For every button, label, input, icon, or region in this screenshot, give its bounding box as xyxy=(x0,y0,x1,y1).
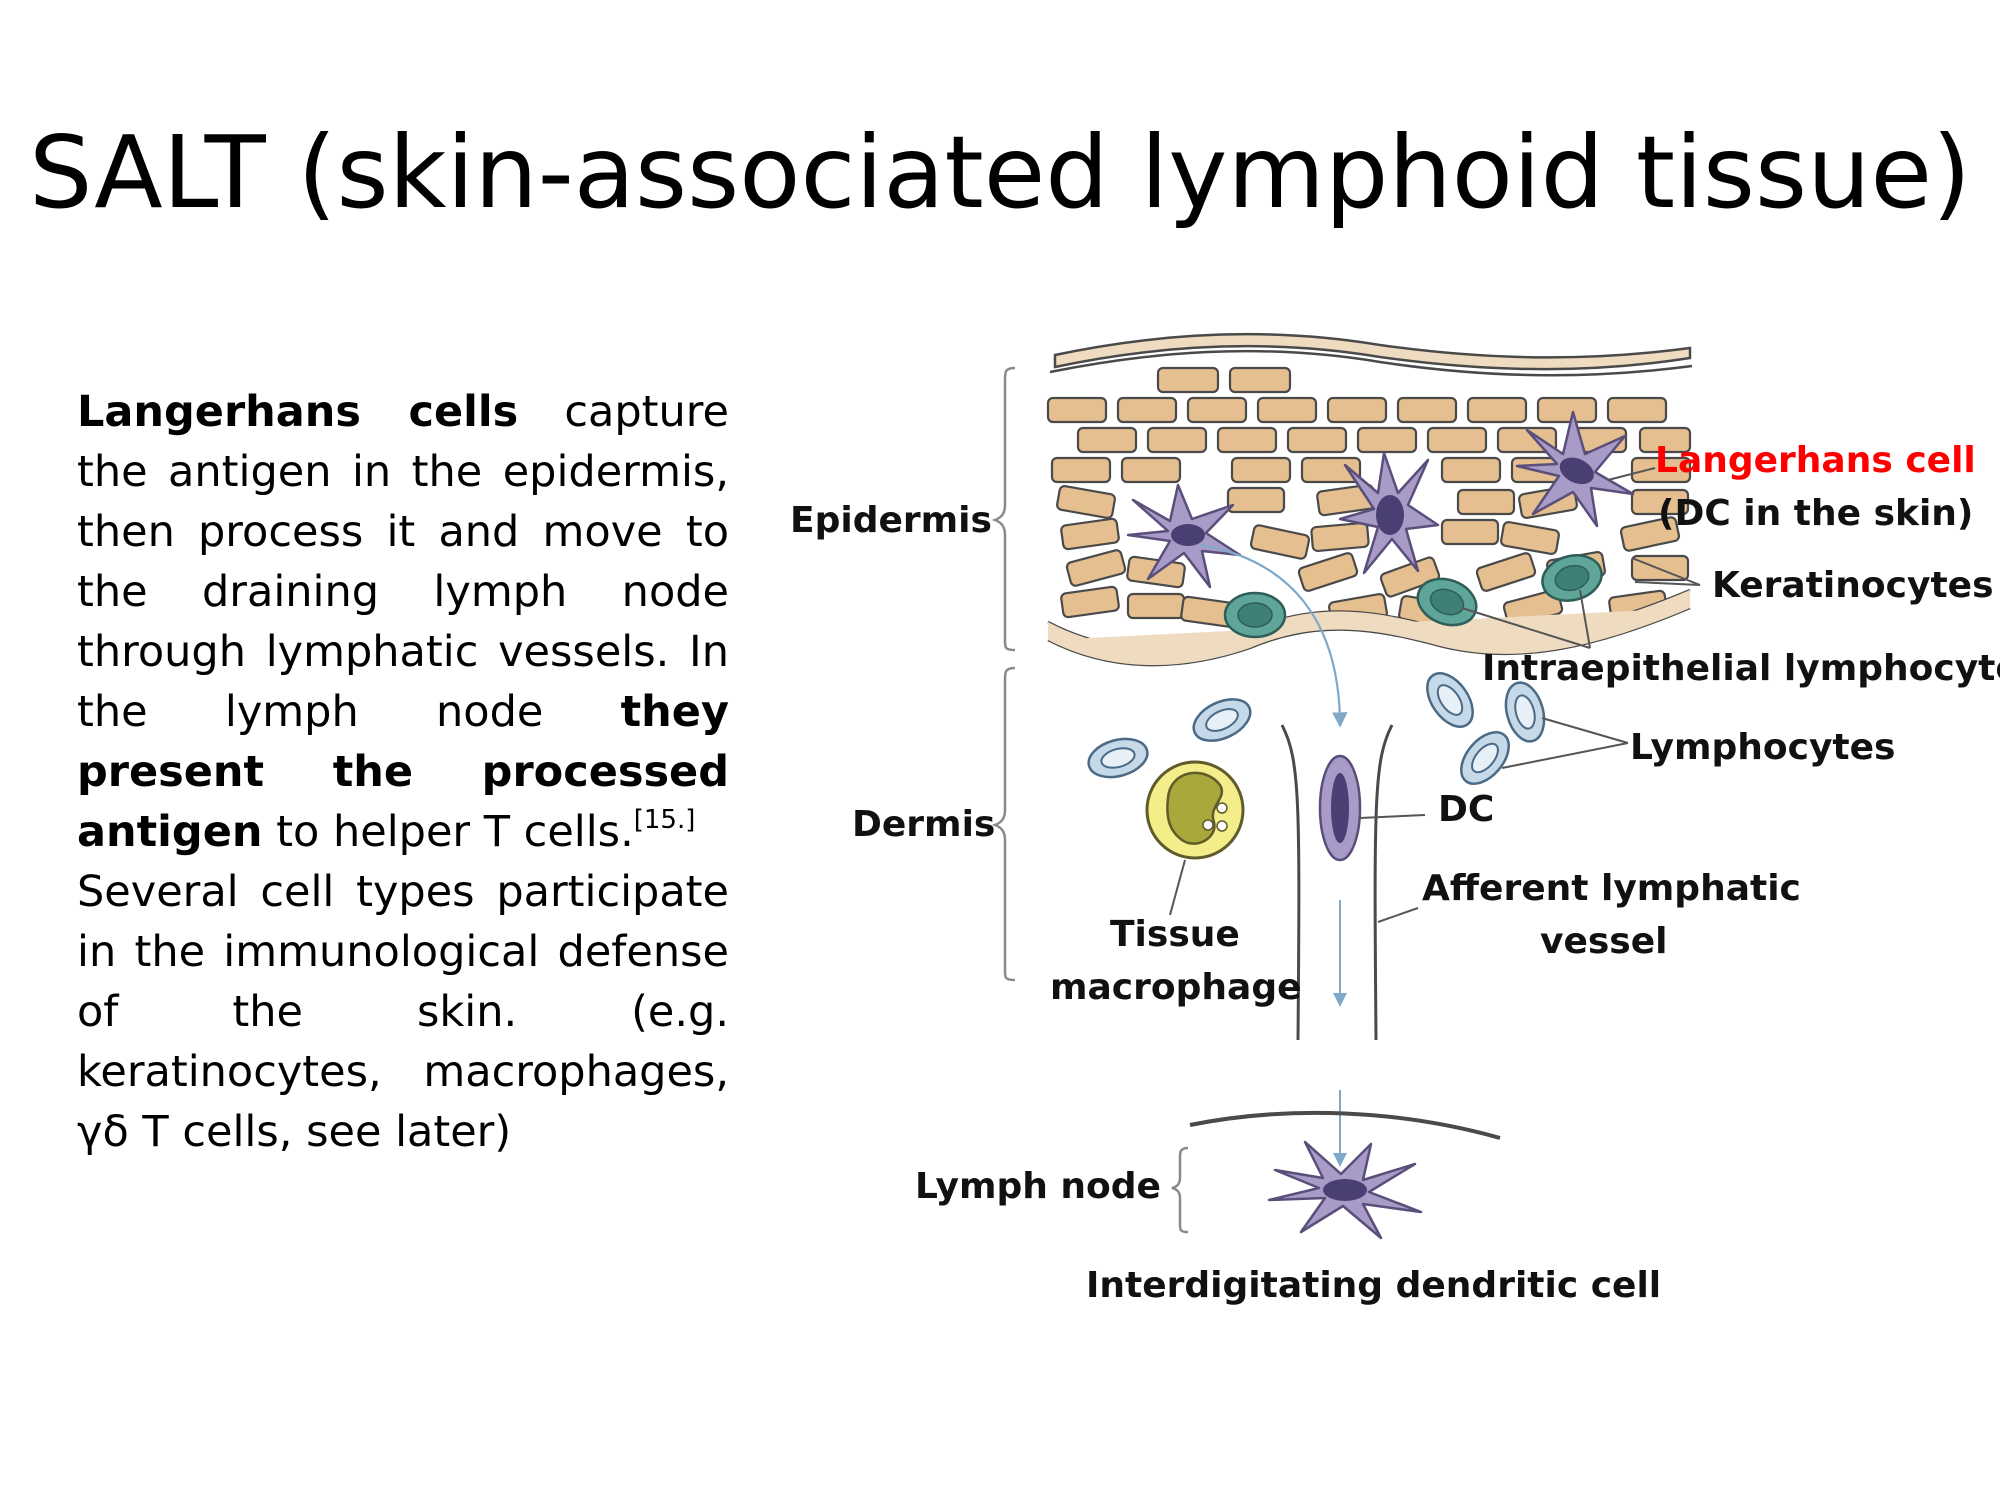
keratinocyte xyxy=(1396,396,1458,424)
pointer-lines xyxy=(1169,467,1701,923)
keratinocyte xyxy=(1156,366,1220,394)
label-afferent-line-2: vessel xyxy=(1540,921,1668,962)
keratinocyte xyxy=(1456,488,1516,516)
dermis-brace xyxy=(991,666,1016,982)
interdigitating-dendritic-cell xyxy=(1267,1140,1423,1240)
keratinocyte-group xyxy=(1046,366,1692,629)
keratinocyte xyxy=(1230,456,1292,484)
keratinocyte xyxy=(1536,396,1598,424)
keratinocyte xyxy=(1046,396,1108,424)
keratinocyte xyxy=(1146,426,1208,454)
keratinocyte xyxy=(1326,396,1388,424)
citation: [15.] xyxy=(633,805,696,835)
keratinocyte xyxy=(1379,556,1441,598)
body-text: Langerhans cells capture the antigen in … xyxy=(77,382,729,1162)
epidermis-brace xyxy=(991,366,1016,652)
label-lymphocytes: Lymphocytes xyxy=(1630,727,1895,768)
migration-arrow xyxy=(1199,543,1348,728)
keratinocyte xyxy=(1186,396,1248,424)
paragraph-text-2: to helper T cells. xyxy=(262,807,634,857)
paragraph-langerhans: Langerhans cells capture the antigen in … xyxy=(77,382,729,862)
label-afferent-line-1: Afferent lymphatic xyxy=(1422,868,1801,909)
label-macrophage-line-2: macrophage xyxy=(1050,967,1302,1008)
label-dermis: Dermis xyxy=(852,804,995,845)
keratinocyte xyxy=(1050,456,1112,484)
keratinocyte xyxy=(1356,426,1418,454)
afferent-lymphatic-vessel xyxy=(1280,724,1394,1041)
label-intraepithelial-lymphocytes: Intraepithelial lymphocytes xyxy=(1482,648,2000,689)
keratinocyte xyxy=(1126,592,1186,620)
keratinocyte xyxy=(1120,456,1182,484)
label-macrophage-line-1: Tissue xyxy=(1110,914,1240,955)
keratinocyte xyxy=(1310,521,1370,553)
paragraph-text-1: capture the antigen in the epidermis, th… xyxy=(77,387,729,737)
vessel-dendritic-cell xyxy=(1318,754,1362,862)
keratinocyte xyxy=(1630,456,1692,484)
langerhans-cell-2 xyxy=(1338,451,1440,575)
lymph-node-capsule xyxy=(1189,1110,1501,1140)
keratinocyte xyxy=(1440,456,1502,484)
keratinocyte xyxy=(1060,585,1120,619)
label-epidermis: Epidermis xyxy=(790,500,992,541)
keratinocyte xyxy=(1475,552,1537,592)
paragraph-cell-types: Several cell types participate in the im… xyxy=(77,867,729,1157)
intraepithelial-lymphocyte-2 xyxy=(1416,577,1478,627)
keratinocyte xyxy=(1226,486,1286,514)
keratinocyte xyxy=(1065,549,1127,587)
bold-langerhans-cells: Langerhans cells xyxy=(77,387,519,437)
label-dc: DC xyxy=(1438,789,1494,830)
keratinocyte xyxy=(1500,521,1560,555)
keratinocyte xyxy=(1060,517,1120,551)
intraepithelial-lymphocyte-3 xyxy=(1541,554,1603,602)
keratinocyte xyxy=(1297,552,1359,592)
keratinocyte xyxy=(1638,426,1692,454)
intraepithelial-lymphocyte-1 xyxy=(1223,591,1287,639)
keratinocyte xyxy=(1426,426,1488,454)
label-lymph-node: Lymph node xyxy=(915,1166,1161,1207)
label-langerhans-cell: Langerhans cell xyxy=(1655,440,1976,481)
keratinocyte xyxy=(1256,396,1318,424)
keratinocyte xyxy=(1076,426,1138,454)
keratinocyte xyxy=(1619,516,1681,552)
label-keratinocytes: Keratinocytes xyxy=(1712,565,1994,606)
keratinocyte xyxy=(1216,426,1278,454)
skin-surface xyxy=(1049,332,1693,377)
basement-membrane xyxy=(1047,588,1691,667)
tissue-macrophage xyxy=(1145,760,1245,860)
langerhans-cell-1 xyxy=(1126,483,1242,589)
dermal-lymphocytes xyxy=(1087,672,1546,785)
lymph-node-brace xyxy=(1171,1146,1189,1234)
slide-title: SALT (skin-associated lymphoid tissue) xyxy=(28,114,1972,231)
langerhans-cell-3 xyxy=(1515,410,1635,528)
keratinocyte xyxy=(1249,524,1311,560)
label-langerhans-note: (DC in the skin) xyxy=(1658,493,1973,534)
label-interdigitating-dendritic-cell: Interdigitating dendritic cell xyxy=(1086,1265,1661,1306)
bold-present-antigen: they present the processed antigen xyxy=(77,687,729,857)
keratinocyte xyxy=(1630,488,1690,516)
keratinocyte xyxy=(1116,396,1178,424)
keratinocyte xyxy=(1466,396,1528,424)
keratinocyte xyxy=(1286,426,1348,454)
keratinocyte xyxy=(1606,396,1668,424)
keratinocyte xyxy=(1440,518,1500,546)
keratinocyte xyxy=(1056,485,1116,519)
keratinocyte xyxy=(1228,366,1292,394)
